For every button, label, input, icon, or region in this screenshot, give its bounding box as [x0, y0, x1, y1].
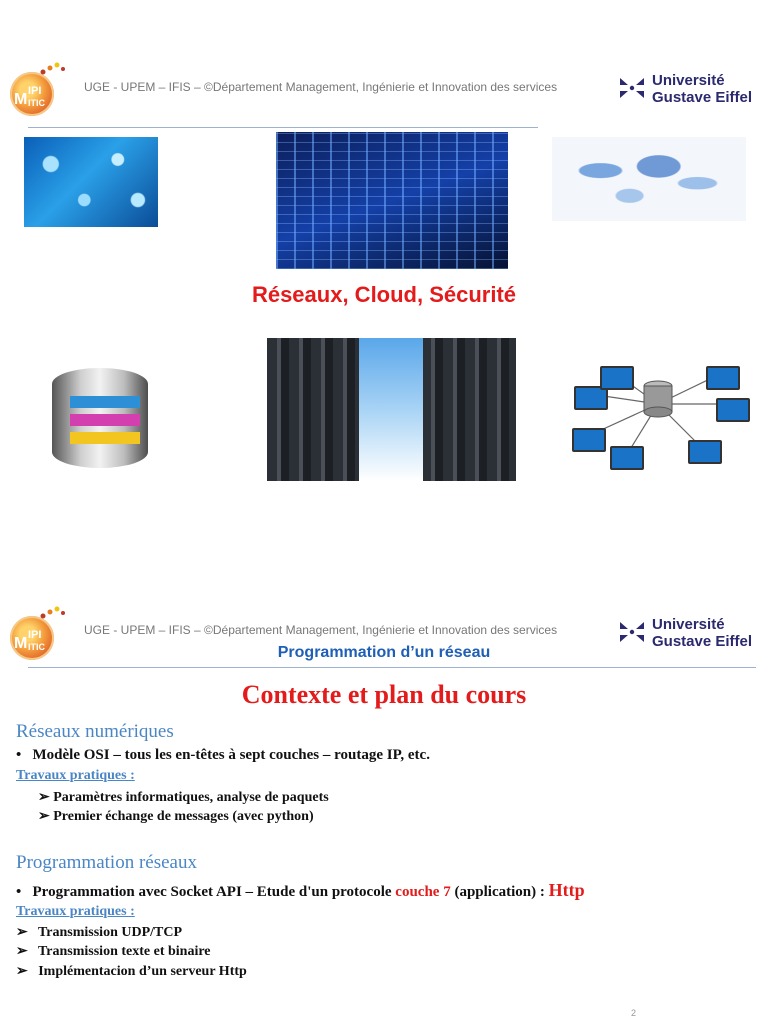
slide1-title: Réseaux, Cloud, Sécurité [251, 282, 517, 307]
tp2-item-text: Transmission UDP/TCP [37, 925, 183, 940]
laptop-icon [574, 386, 608, 410]
network-links-icon [587, 373, 736, 457]
institution-line: UGE - UPEM – IFIS – ©Département Managem… [84, 80, 558, 94]
tp1-item-text: Premier échange de messages (avec python… [53, 809, 314, 824]
laptop-icon [572, 428, 606, 452]
logo-text-bottom: ITIC [28, 98, 45, 108]
logo-letter: M [14, 635, 28, 652]
bullet-icon: • [16, 884, 22, 900]
mipi-logo: M IPI ITIC [10, 72, 54, 116]
bullet-socket: • Programmation avec Socket API – Etude … [16, 880, 585, 901]
laptop-icon [610, 446, 644, 470]
university-name-line1: Université [652, 72, 725, 89]
university-logo-icon [620, 622, 644, 642]
slide2-subtitle: Programmation d’un réseau [277, 644, 491, 661]
laptop-icon [716, 398, 750, 422]
bullet-socket-text-2: (application) : [450, 884, 549, 900]
logo-letter: M [14, 91, 28, 108]
laptop-icon [688, 440, 722, 464]
bullet-osi: • Modèle OSI – tous les en-têtes à sept … [16, 747, 430, 764]
tp2-item-2: ➢ Implémentacion d’un serveur Http [16, 963, 247, 980]
arrow-icon: ➢ [16, 925, 28, 940]
tp-label-2: Travaux pratiques : [16, 904, 135, 919]
db-band [70, 414, 140, 426]
logo-text-bottom: ITIC [28, 642, 45, 652]
bullet-socket-http: Http [548, 880, 585, 900]
logo-text-top: IPI [28, 629, 42, 641]
arrow-icon: ➢ [38, 809, 50, 824]
db-band [70, 432, 140, 444]
bullet-socket-layer: couche 7 [395, 884, 451, 900]
section-heading-reseaux: Réseaux numériques [16, 721, 174, 742]
world-map-image [552, 137, 746, 221]
laptop-icon [600, 366, 634, 390]
slide2-title: Contexte et plan du cours [241, 680, 527, 709]
institution-line: UGE - UPEM – IFIS – ©Département Managem… [84, 623, 558, 637]
server-room-sky [359, 338, 423, 481]
data-table-image [276, 132, 508, 269]
tp1-item-0: ➢ Paramètres informatiques, analyse de p… [38, 789, 329, 806]
database-image [52, 368, 148, 468]
tp1-item-text: Paramètres informatiques, analyse de paq… [53, 790, 329, 805]
tp-label-1: Travaux pratiques : [16, 768, 135, 783]
network-image [24, 137, 158, 227]
bullet-osi-text: Modèle OSI – tous les en-têtes à sept co… [32, 747, 430, 763]
tp2-item-text: Transmission texte et binaire [37, 944, 211, 959]
tp2-item-text: Implémentacion d’un serveur Http [38, 964, 247, 979]
arrow-icon: ➢ [38, 790, 50, 805]
university-name-line1: Université [652, 616, 725, 633]
laptop-icon [706, 366, 740, 390]
tp1-item-1: ➢ Premier échange de messages (avec pyth… [38, 808, 314, 825]
header-divider [28, 127, 538, 128]
university-logo-icon [620, 78, 644, 98]
tp2-item-0: ➢ Transmission UDP/TCP [16, 924, 182, 941]
db-band [70, 396, 140, 408]
logo-dots-icon [40, 606, 65, 619]
logo-dots-icon [40, 62, 65, 75]
server-room-image [267, 338, 516, 481]
tp2-item-1: ➢ Transmission texte et binaire [16, 943, 211, 960]
laptops-network-image [566, 364, 750, 472]
arrow-icon: ➢ [16, 944, 28, 959]
arrow-icon: ➢ [16, 964, 28, 979]
bullet-icon: • [16, 747, 22, 763]
logo-text-top: IPI [28, 85, 42, 97]
header-divider [28, 667, 756, 668]
mipi-logo: M IPI ITIC [10, 616, 54, 660]
university-name-line2: Gustave Eiffel [652, 89, 753, 106]
bullet-socket-text: Programmation avec Socket API – Etude d'… [32, 884, 396, 900]
university-name-line2: Gustave Eiffel [652, 633, 753, 650]
section-heading-programmation: Programmation réseaux [16, 852, 197, 873]
page-number: 2 [631, 1008, 637, 1018]
